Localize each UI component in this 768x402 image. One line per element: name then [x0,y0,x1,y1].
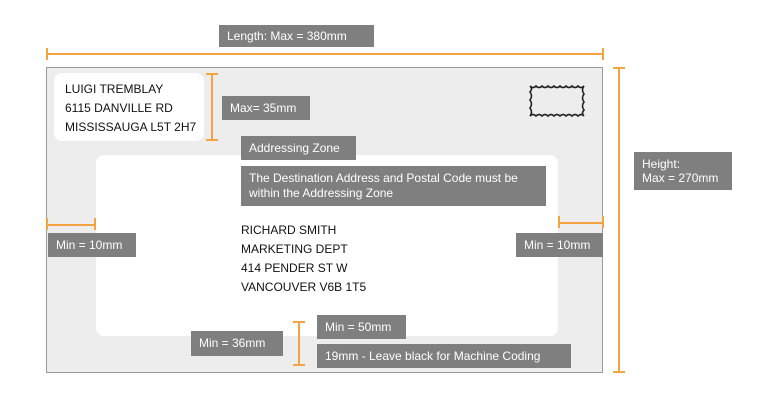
min-left-line [46,224,96,226]
height-tick-bottom [613,371,625,373]
return-address-line: LUIGI TREMBLAY [65,82,164,96]
return-max-label: Max= 35mm [222,96,310,120]
machine-coding-label: 19mm - Leave black for Machine Coding [317,344,571,368]
length-tick-right [602,48,604,60]
destination-address-line: MARKETING DEPT [241,242,348,256]
height-dimension-line [618,67,620,373]
min-left-tick-a [46,218,48,230]
bottom-clearance-tick-bottom [293,364,305,366]
stamp-icon [528,84,586,118]
min-right-tick-a [558,216,560,228]
bottom-clearance-line [298,321,300,366]
min-right-tick-b [602,216,604,228]
min-50-label: Min = 50mm [317,315,406,339]
zone-note-line-2: within the Addressing Zone [249,186,394,200]
length-label: Length: Max = 380mm [219,25,374,47]
return-address-box [54,73,204,141]
length-dimension-line [46,53,604,55]
destination-address-line: 414 PENDER ST W [241,261,348,275]
min-left-tick-b [94,218,96,230]
return-address-line: MISSISSAUGA L5T 2H7 [65,120,197,134]
min-right-line [558,222,604,224]
return-address-line: 6115 DANVILLE RD [65,101,173,115]
destination-address-line: RICHARD SMITH [241,223,337,237]
height-label: Height: Max = 270mm [634,152,732,190]
height-label-line-2: Max = 270mm [642,171,719,185]
addressing-zone-note: The Destination Address and Postal Code … [241,166,546,206]
length-tick-left [46,48,48,60]
min-right-label: Min = 10mm [516,233,603,257]
destination-address-line: VANCOUVER V6B 1T5 [241,280,367,294]
min-left-label: Min = 10mm [48,233,136,257]
return-max-tick-top [206,73,218,75]
bottom-clearance-tick-top [293,321,305,323]
return-max-tick-bottom [206,139,218,141]
return-address: LUIGI TREMBLAY 6115 DANVILLE RD MISSISSA… [65,80,196,137]
height-tick-top [613,67,625,69]
min-36-label: Min = 36mm [191,331,283,356]
destination-address: RICHARD SMITH MARKETING DEPT 414 PENDER … [241,221,366,297]
zone-note-line-1: The Destination Address and Postal Code … [249,171,518,185]
addressing-zone-title: Addressing Zone [241,136,356,160]
height-label-line-1: Height: [642,157,681,171]
return-max-line [211,73,213,141]
